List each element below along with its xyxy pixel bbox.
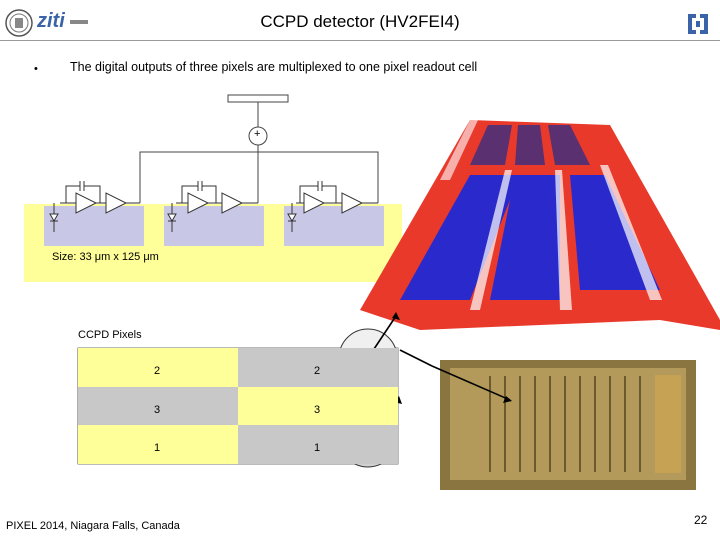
footer-text: PIXEL 2014, Niagara Falls, Canada	[6, 520, 180, 532]
ccpd-cell-value: 1	[154, 442, 160, 454]
pixel-box-3	[284, 206, 384, 246]
adder-symbol: +	[254, 128, 260, 140]
layout-image	[360, 120, 720, 330]
ccpd-cell-value: 3	[154, 404, 160, 416]
size-label: Size: 33 μm x 125 μm	[52, 251, 159, 263]
pixel-box-2	[164, 206, 264, 246]
ccpd-cell-value: 1	[314, 442, 320, 454]
ccpd-cell-value: 2	[314, 365, 320, 377]
page-number: 22	[694, 513, 707, 527]
chip-photo	[440, 360, 696, 490]
ccpd-pixels-label: CCPD Pixels	[78, 329, 142, 341]
readout-cell	[228, 95, 288, 102]
ccpd-cell-value: 2	[154, 365, 160, 377]
ccpd-cell-value: 3	[314, 404, 320, 416]
pixel-box-1	[44, 206, 144, 246]
